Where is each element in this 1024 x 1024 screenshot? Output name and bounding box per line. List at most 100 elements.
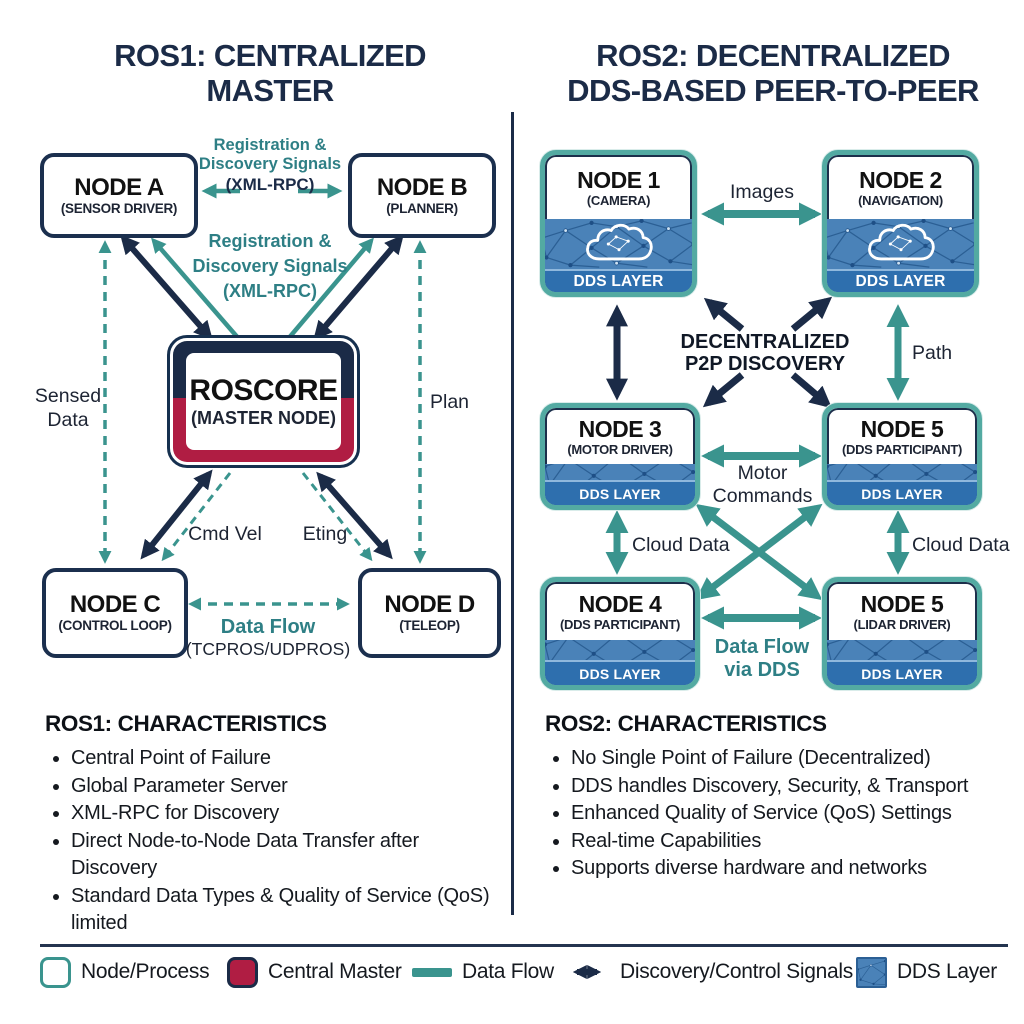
motor-commands-label: Motor Commands: [712, 462, 813, 507]
registration-top-text: Registration & Discovery Signals: [198, 136, 342, 173]
legend-label: Central Master: [268, 960, 402, 983]
node-b-name: NODE B: [376, 173, 468, 201]
node-4-box: NODE 4 (DDS PARTICIPANT) DDS LAYER: [540, 577, 700, 690]
node-3-name: NODE 3: [578, 416, 662, 442]
arrow-p2p-downleft: [702, 372, 745, 408]
legend-label: Data Flow: [462, 960, 554, 983]
registration-mid-label: Registration & Discovery Signals (XML-RP…: [192, 231, 348, 301]
node-2-role: (NAVIGATION): [858, 193, 943, 208]
plan-label: Plan: [430, 391, 470, 413]
arrow-roscore-node-d-navy: [316, 471, 393, 560]
ros1-characteristics: ROS1: CHARACTERISTICS Central Point of F…: [45, 711, 505, 938]
arrow-roscore-node-c-teal-dashed: [161, 472, 232, 562]
legend-label: DDS Layer: [897, 960, 998, 983]
arrow-p2p-downright: [790, 372, 833, 409]
legend-item-node-process: Node/Process: [40, 956, 210, 988]
eting-label: Eting: [302, 523, 348, 545]
characteristic-item: Global Parameter Server: [71, 773, 497, 801]
node-5a-dds-pattern: [827, 464, 977, 480]
legend-item-central-master: Central Master: [227, 956, 402, 988]
characteristic-item: Real-time Capabilities: [571, 828, 997, 856]
characteristic-item: XML-RPC for Discovery: [71, 800, 497, 828]
panel-divider: [511, 112, 514, 915]
node-a-box: NODE A (SENSOR DRIVER): [40, 153, 198, 238]
node-d-name: NODE D: [384, 591, 475, 618]
ros1-characteristics-heading: ROS1: CHARACTERISTICS: [45, 711, 327, 736]
sensed-data-label: Sensed Data: [34, 385, 102, 431]
data-flow-dds-label: Data Flow via DDS: [714, 636, 810, 681]
node-d-box: NODE D (TELEOP): [358, 568, 501, 658]
data-flow-line-icon: [412, 967, 452, 977]
node-5a-box: NODE 5 (DDS PARTICIPANT) DDS LAYER: [822, 403, 982, 510]
cloud-icon: [865, 222, 937, 266]
node-1-dds-layer-bar: DDS LAYER: [545, 269, 692, 292]
roscore-frame: ROSCORE (MASTER NODE): [173, 341, 354, 462]
data-flow-text: Data Flow: [220, 616, 316, 638]
mesh-texture: [827, 640, 977, 660]
discovery-control-arrow-icon: [572, 965, 602, 979]
node-1-role: (CAMERA): [586, 193, 651, 208]
arrow-node-b-roscore-teal: [286, 237, 374, 341]
arrow-node-a-roscore-navy: [120, 234, 213, 341]
arrow-node-a-roscore-teal: [151, 237, 241, 341]
legend-divider: [40, 944, 1008, 947]
arrow-p2p-upright: [790, 296, 833, 332]
characteristic-item: DDS handles Discovery, Security, & Trans…: [571, 773, 997, 801]
node-5b-dds-pattern: [827, 640, 977, 660]
characteristic-item: Central Point of Failure: [71, 745, 497, 773]
node-5b-role: (LIDAR DRIVER): [853, 617, 951, 632]
ros2-characteristics: ROS2: CHARACTERISTICS No Single Point of…: [545, 711, 1007, 883]
node-5b-dds-layer-bar: DDS LAYER: [827, 660, 977, 685]
node-4-header: NODE 4 (DDS PARTICIPANT): [545, 582, 695, 640]
node-a-name: NODE A: [74, 173, 164, 201]
characteristic-item: Enhanced Quality of Service (QoS) Settin…: [571, 800, 997, 828]
p2p-discovery-label: DECENTRALIZED P2P DISCOVERY: [680, 331, 850, 375]
mesh-texture: [827, 464, 977, 480]
node-5a-role: (DDS PARTICIPANT): [841, 442, 963, 457]
node-5b-header: NODE 5 (LIDAR DRIVER): [827, 582, 977, 640]
arrow-cross-node5a-node4: [695, 503, 823, 601]
legend-item-discovery-signals: Discovery/Control Signals: [564, 956, 853, 988]
characteristic-item: No Single Point of Failure (Decentralize…: [571, 745, 997, 773]
mesh-texture: [858, 958, 885, 986]
ros2-characteristics-heading: ROS2: CHARACTERISTICS: [545, 711, 827, 736]
dds-layer-swatch-icon: [856, 956, 887, 988]
node-a-role: (SENSOR DRIVER): [60, 200, 178, 216]
cloud-data-right-label: Cloud Data: [912, 534, 1010, 556]
node-1-box: NODE 1 (CAMERA) DDS LAYER: [540, 150, 697, 297]
node-2-dds-pattern: [827, 219, 974, 269]
central-master-swatch-icon: [227, 956, 258, 988]
node-5a-name: NODE 5: [860, 416, 944, 442]
node-3-role: (MOTOR DRIVER): [567, 442, 673, 457]
legend-item-data-flow: Data Flow: [412, 956, 554, 988]
registration-top-label: Registration & Discovery Signals (XML-RP…: [190, 136, 350, 195]
node-d-role: (TELEOP): [399, 618, 460, 633]
node-4-dds-pattern: [545, 640, 695, 660]
mesh-texture: [545, 640, 695, 660]
node-1-dds-pattern: [545, 219, 692, 269]
cloud-icon: [583, 222, 655, 266]
mesh-texture: [545, 464, 695, 480]
node-5a-header: NODE 5 (DDS PARTICIPANT): [827, 408, 977, 464]
node-c-name: NODE C: [69, 591, 161, 618]
cmd-vel-label: Cmd Vel: [188, 523, 262, 545]
node-5b-name: NODE 5: [860, 591, 944, 617]
node-c-role: (CONTROL LOOP): [58, 618, 172, 633]
images-label: Images: [730, 181, 794, 203]
ros1-panel-title: ROS1: CENTRALIZED MASTER: [114, 38, 426, 108]
node-b-role: (PLANNER): [386, 200, 458, 216]
legend-item-dds-layer: DDS Layer: [856, 956, 997, 988]
ros2-characteristics-list: No Single Point of Failure (Decentralize…: [545, 745, 997, 883]
cloud-data-left-label: Cloud Data: [632, 534, 730, 556]
node-3-dds-pattern: [545, 464, 695, 480]
ros1-characteristics-list: Central Point of FailureGlobal Parameter…: [45, 745, 497, 938]
node-1-header: NODE 1 (CAMERA): [545, 155, 692, 219]
ros2-panel-title: ROS2: DECENTRALIZED DDS-BASED PEER-TO-PE…: [567, 38, 979, 108]
path-label: Path: [912, 342, 953, 364]
node-4-role: (DDS PARTICIPANT): [559, 617, 681, 632]
node-5b-box: NODE 5 (LIDAR DRIVER) DDS LAYER: [822, 577, 982, 690]
arrow-roscore-node-d-teal-dashed: [301, 472, 373, 562]
arrow-roscore-node-c-navy: [140, 469, 213, 560]
node-c-box: NODE C (CONTROL LOOP): [42, 568, 188, 658]
